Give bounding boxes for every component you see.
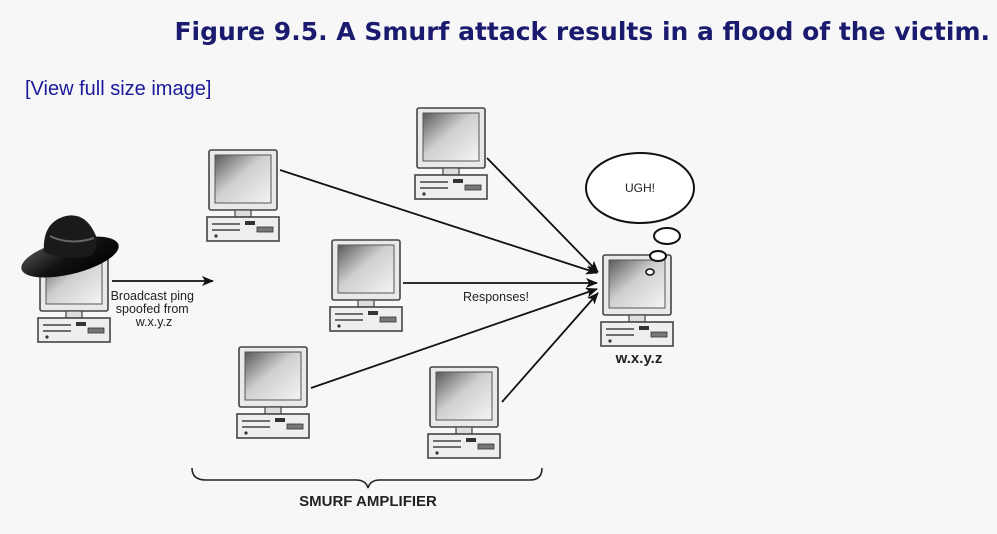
thought-bubble: UGH!: [585, 152, 695, 276]
response-arrow: [486, 157, 599, 273]
victim-computer-icon: [600, 254, 674, 347]
black-hat-icon: [21, 215, 119, 278]
amplifier-label: SMURF AMPLIFIER: [299, 493, 437, 510]
thought-bubble-text: UGH!: [625, 181, 655, 195]
amplifier-computer-icon: [206, 149, 280, 242]
amplifier-computer-icon: [414, 107, 488, 200]
amplifier-computer-icon: [427, 366, 501, 459]
svg-text:Broadcast ping spoofed f: Broadcast ping spoofed from w.x.y.z: [111, 289, 198, 329]
amplifier-brace: [191, 467, 543, 489]
amplifier-computer-icon: [236, 346, 310, 439]
attacker-label-line-2: spoofed from: [116, 302, 189, 316]
smurf-attack-diagram: Broadcast ping spoofed from w.x.y.z Resp…: [21, 107, 695, 510]
view-full-size-link[interactable]: [View full size image]: [25, 78, 212, 100]
response-arrow: [501, 292, 599, 403]
victim-label: w.x.y.z: [615, 350, 663, 367]
response-arrows: [279, 157, 599, 403]
amplifier-computer-icon: [329, 239, 403, 332]
figure-title: Figure 9.5. A Smurf attack results in a …: [174, 17, 990, 46]
response-arrow: [310, 287, 598, 389]
responses-label: Responses!: [463, 290, 529, 304]
attacker-label-line-1: Broadcast ping: [111, 289, 194, 303]
attacker-label-line-3: w.x.y.z: [135, 315, 173, 329]
response-arrow: [279, 169, 598, 275]
